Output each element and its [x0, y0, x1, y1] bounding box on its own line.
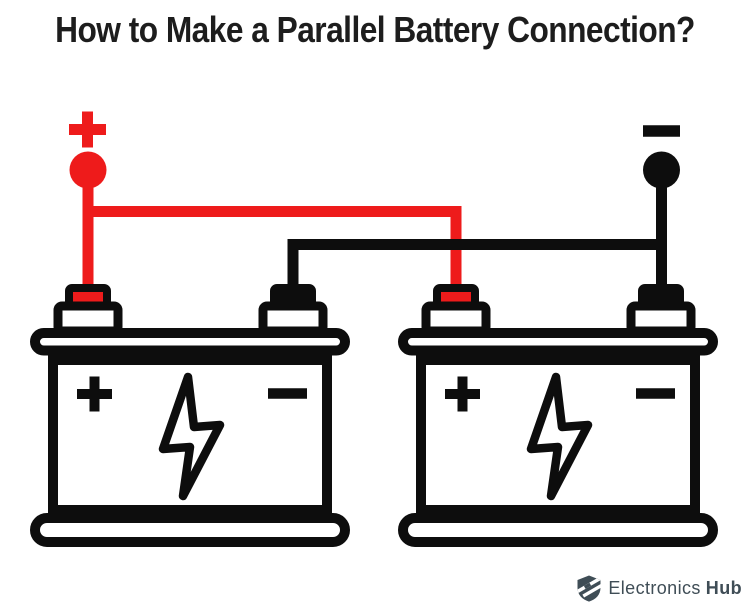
page-title: How to Make a Parallel Battery Connectio…: [55, 9, 695, 50]
brand-name-first: Electronics: [608, 578, 701, 598]
battery-left: [35, 288, 345, 542]
shield-icon: [577, 575, 601, 602]
positive-jumper-wire: [88, 206, 462, 292]
negative-jumper-wire: [287, 239, 662, 292]
positive-wiring: [69, 111, 462, 292]
negative-wiring: [287, 125, 680, 292]
positive-plus-symbol: [69, 111, 106, 148]
brand-name-second: Hub: [705, 578, 742, 598]
battery-right: [403, 288, 713, 542]
